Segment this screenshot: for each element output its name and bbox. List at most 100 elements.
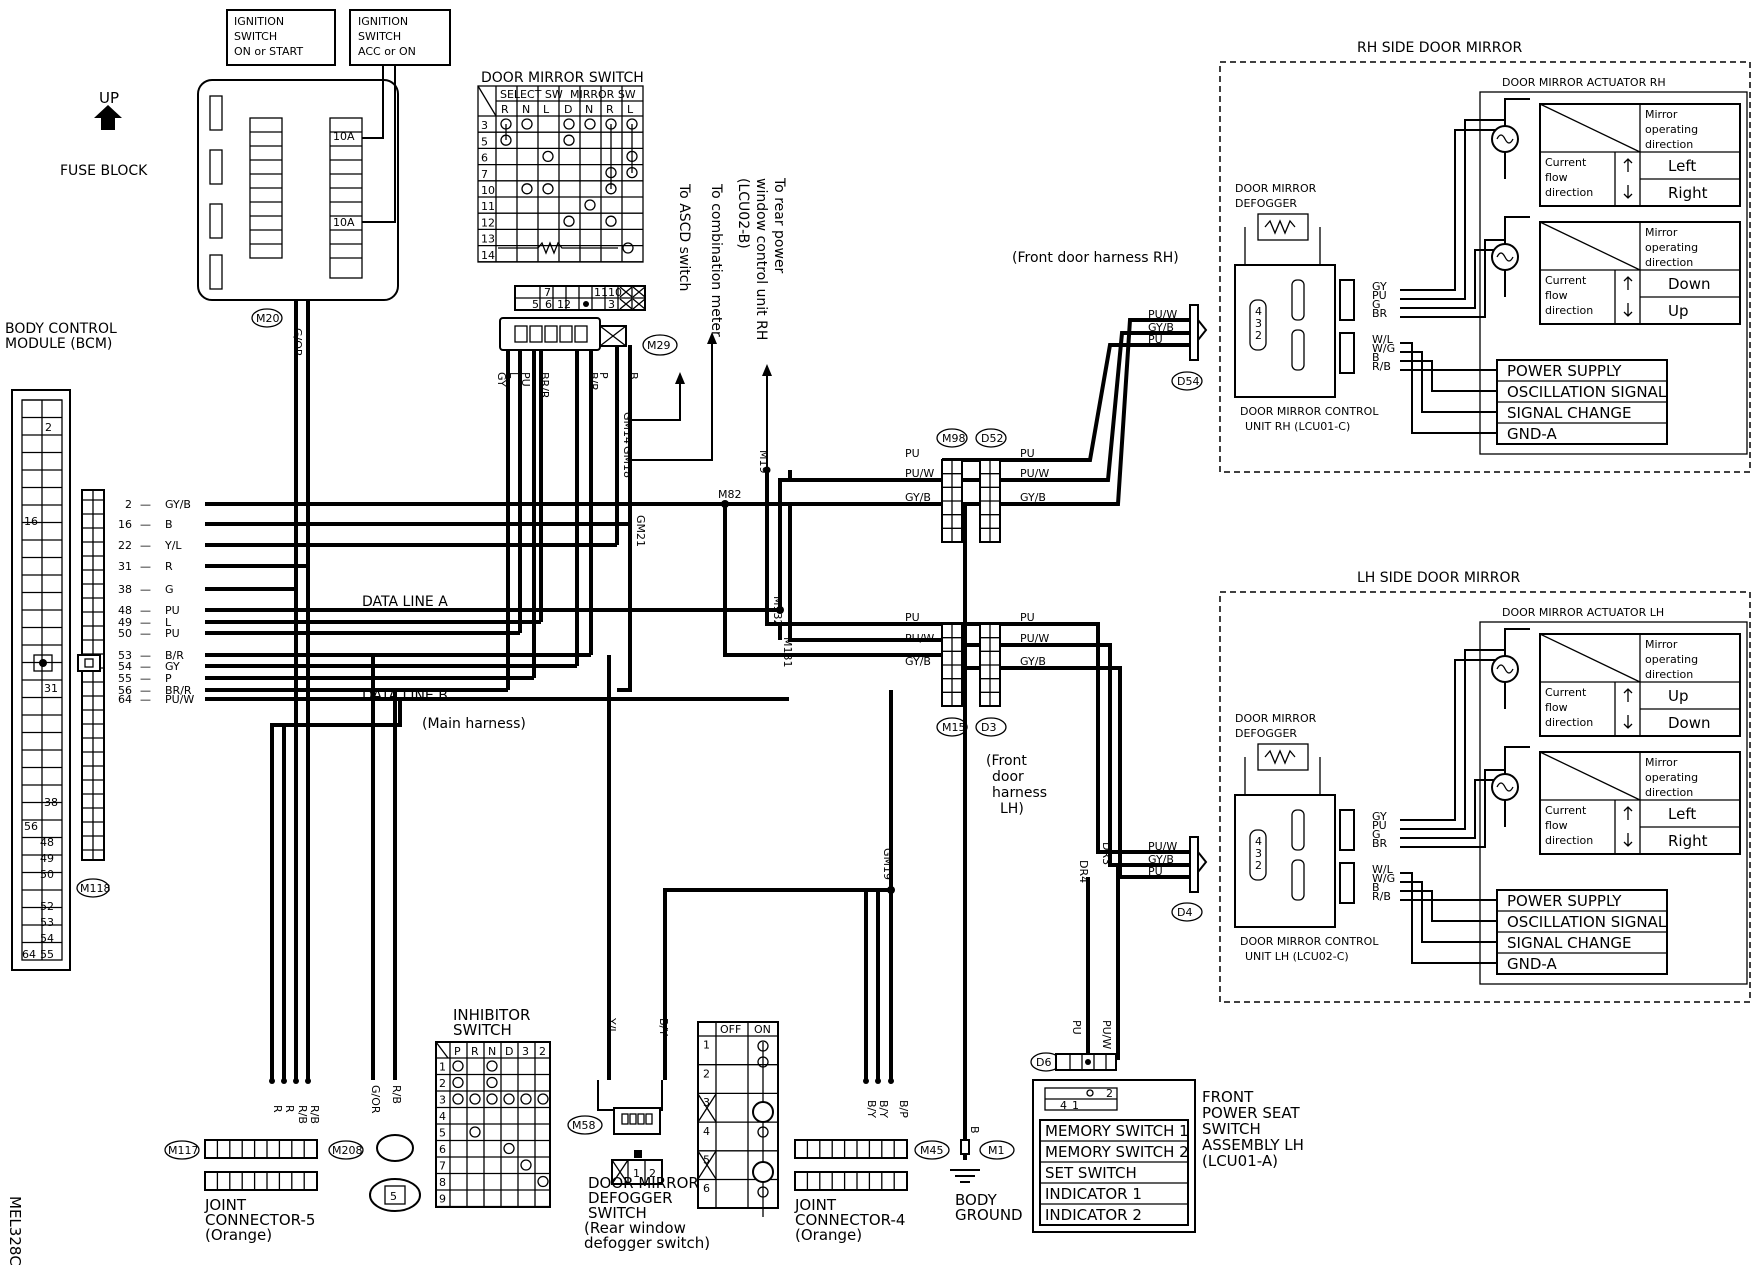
rh-dir-flow: direction	[1545, 186, 1593, 199]
defog-sw-key	[634, 1150, 642, 1158]
front-rh-label: (Front door harness RH)	[1012, 250, 1179, 266]
bcm-cell-label: 55	[40, 948, 54, 961]
mid-wire-labels: PUPU/WGY/BPUPU/WGY/BPUPU/WGY/BPUPU/WGY/B…	[621, 308, 1177, 1049]
lh-actuator-title: DOOR MIRROR ACTUATOR LH	[1502, 606, 1664, 619]
defog-row-label: 1	[703, 1039, 710, 1052]
defog-wire-label: Y/L	[605, 1017, 618, 1035]
seat-switch-table	[1039, 1119, 1189, 1226]
inhibitor-contact-dot	[469, 1093, 481, 1105]
rh-motor-wire	[1400, 239, 1505, 318]
rh-unit-slot	[1291, 329, 1305, 371]
m20-connector-tag	[251, 308, 283, 328]
defog-sw-pin	[637, 1113, 645, 1125]
lh-right-wire-label: GY/B	[1020, 655, 1046, 668]
rh-signal-label: GND-A	[1507, 425, 1557, 443]
rh-wire-top: G	[1372, 298, 1381, 311]
bcm-cell-label: 52	[40, 900, 54, 913]
d3-label: D3	[981, 721, 996, 734]
rh-right-wire-label: PU/W	[1020, 467, 1049, 480]
m45-tag	[914, 1140, 950, 1160]
lh-dir-head: operating	[1645, 653, 1698, 666]
d4-wire-label: PU/W	[1148, 840, 1177, 853]
bcm-cell-label: 50	[40, 868, 54, 881]
m58-tag	[567, 1115, 603, 1135]
inhibitor-col-label: 3	[522, 1045, 529, 1058]
m29-wire-label: GY	[495, 372, 508, 387]
to-rear-1: To rear power	[771, 177, 787, 274]
inhibitor-contact-dot	[520, 1093, 532, 1105]
lh-wire-top: PU	[1372, 819, 1387, 832]
defog-wire-label: B/Y	[657, 1018, 670, 1036]
inhibitor-contact-dot	[469, 1126, 481, 1138]
main-harness-label: (Main harness)	[422, 716, 526, 732]
rh-wire-bot: R/B	[1372, 360, 1391, 373]
m20-label: M20	[256, 312, 280, 325]
rh-dir-head: operating	[1645, 123, 1698, 136]
defog-off-label: OFF	[720, 1023, 741, 1036]
rh-unit-pin: 4	[1255, 305, 1262, 318]
lh-dir-flow: Current	[1545, 686, 1587, 699]
bcm-pin-dash: —	[140, 649, 151, 662]
lh-dir-flow: flow	[1545, 701, 1568, 714]
m29-pin-slot	[559, 325, 573, 343]
m29-wire-label: B	[627, 372, 640, 380]
bcm-cell-label: 16	[24, 515, 38, 528]
jc5-label: CONNECTOR-5	[205, 1211, 315, 1229]
defog-row-label: 6	[703, 1182, 710, 1195]
lh-defogger-heater	[1264, 749, 1296, 765]
d4-wire-label: GY/B	[1148, 853, 1174, 866]
lh-dir-head: Mirror	[1645, 756, 1678, 769]
bcm-cell-label: 64	[22, 948, 36, 961]
inhibitor-title-1: INHIBITOR	[453, 1006, 530, 1024]
lh-signal-wire	[1400, 872, 1497, 964]
defog-row-label: 4	[703, 1125, 710, 1138]
seat-switch-title: FRONT	[1202, 1088, 1254, 1106]
rh-dir-diag	[1539, 103, 1641, 153]
jc5-upper	[204, 1139, 318, 1159]
arrow-down-icon	[1623, 303, 1633, 317]
ign2-line1: IGNITION	[358, 15, 408, 28]
defog-sw-label: SWITCH	[588, 1204, 647, 1222]
lh-defogger-element	[1257, 743, 1309, 771]
m29-pin-slot	[544, 325, 558, 343]
seat-cavity-label: 2	[1106, 1087, 1113, 1100]
m19-label: M19	[757, 450, 770, 474]
m29-pin-slot	[574, 325, 588, 343]
lh-motor-lead	[1504, 628, 1530, 709]
bcm-pin-dash: —	[140, 660, 151, 673]
m208-tag	[328, 1140, 364, 1160]
lh-unit-pin: 2	[1255, 859, 1262, 872]
bcm-wire-label: L	[165, 616, 172, 629]
rh-actuator-title: DOOR MIRROR ACTUATOR RH	[1502, 76, 1666, 89]
bcm-cell-label: 53	[40, 916, 54, 929]
defog-lamp-icon	[752, 1101, 774, 1123]
lh-motor-lead	[1504, 746, 1530, 827]
bcm-pin-dash: —	[140, 518, 151, 531]
dr4-label: DR4	[1077, 860, 1090, 883]
rh-left-wire-label: PU	[905, 447, 920, 460]
rh-unit-pin: 2	[1255, 329, 1262, 342]
m131-label: M131	[781, 637, 794, 668]
gm18-label: GM18	[621, 446, 634, 478]
rh-left-wire-label: PU/W	[905, 467, 934, 480]
rh-defogger-1: DOOR MIRROR	[1235, 182, 1317, 195]
bcm-wire-label: GY/B	[165, 498, 191, 511]
d6-wire-label: PU	[1070, 1020, 1083, 1035]
ignition-switch-on-start-box	[226, 9, 336, 66]
lh-conn-top	[1339, 809, 1355, 851]
bcm-cell-label: 2	[45, 421, 52, 434]
jc4-wire-end	[875, 1078, 881, 1084]
inhibitor-contact-dot	[520, 1159, 532, 1171]
defog-sw-label: DEFOGGER	[588, 1189, 673, 1207]
bcm-wire-label: R	[165, 560, 173, 573]
seat-switch-title: ASSEMBLY LH	[1202, 1136, 1304, 1154]
m29-wire-label: PU	[519, 372, 532, 387]
lh-conn-bot	[1339, 862, 1355, 904]
to-ascd-label: To ASCD switch	[676, 183, 692, 291]
lh-wire-bot: B	[1372, 881, 1380, 894]
rh-wire-top: GY	[1372, 280, 1387, 293]
door-sw-grid-diag	[477, 85, 497, 117]
m82-label: M82	[718, 488, 742, 501]
